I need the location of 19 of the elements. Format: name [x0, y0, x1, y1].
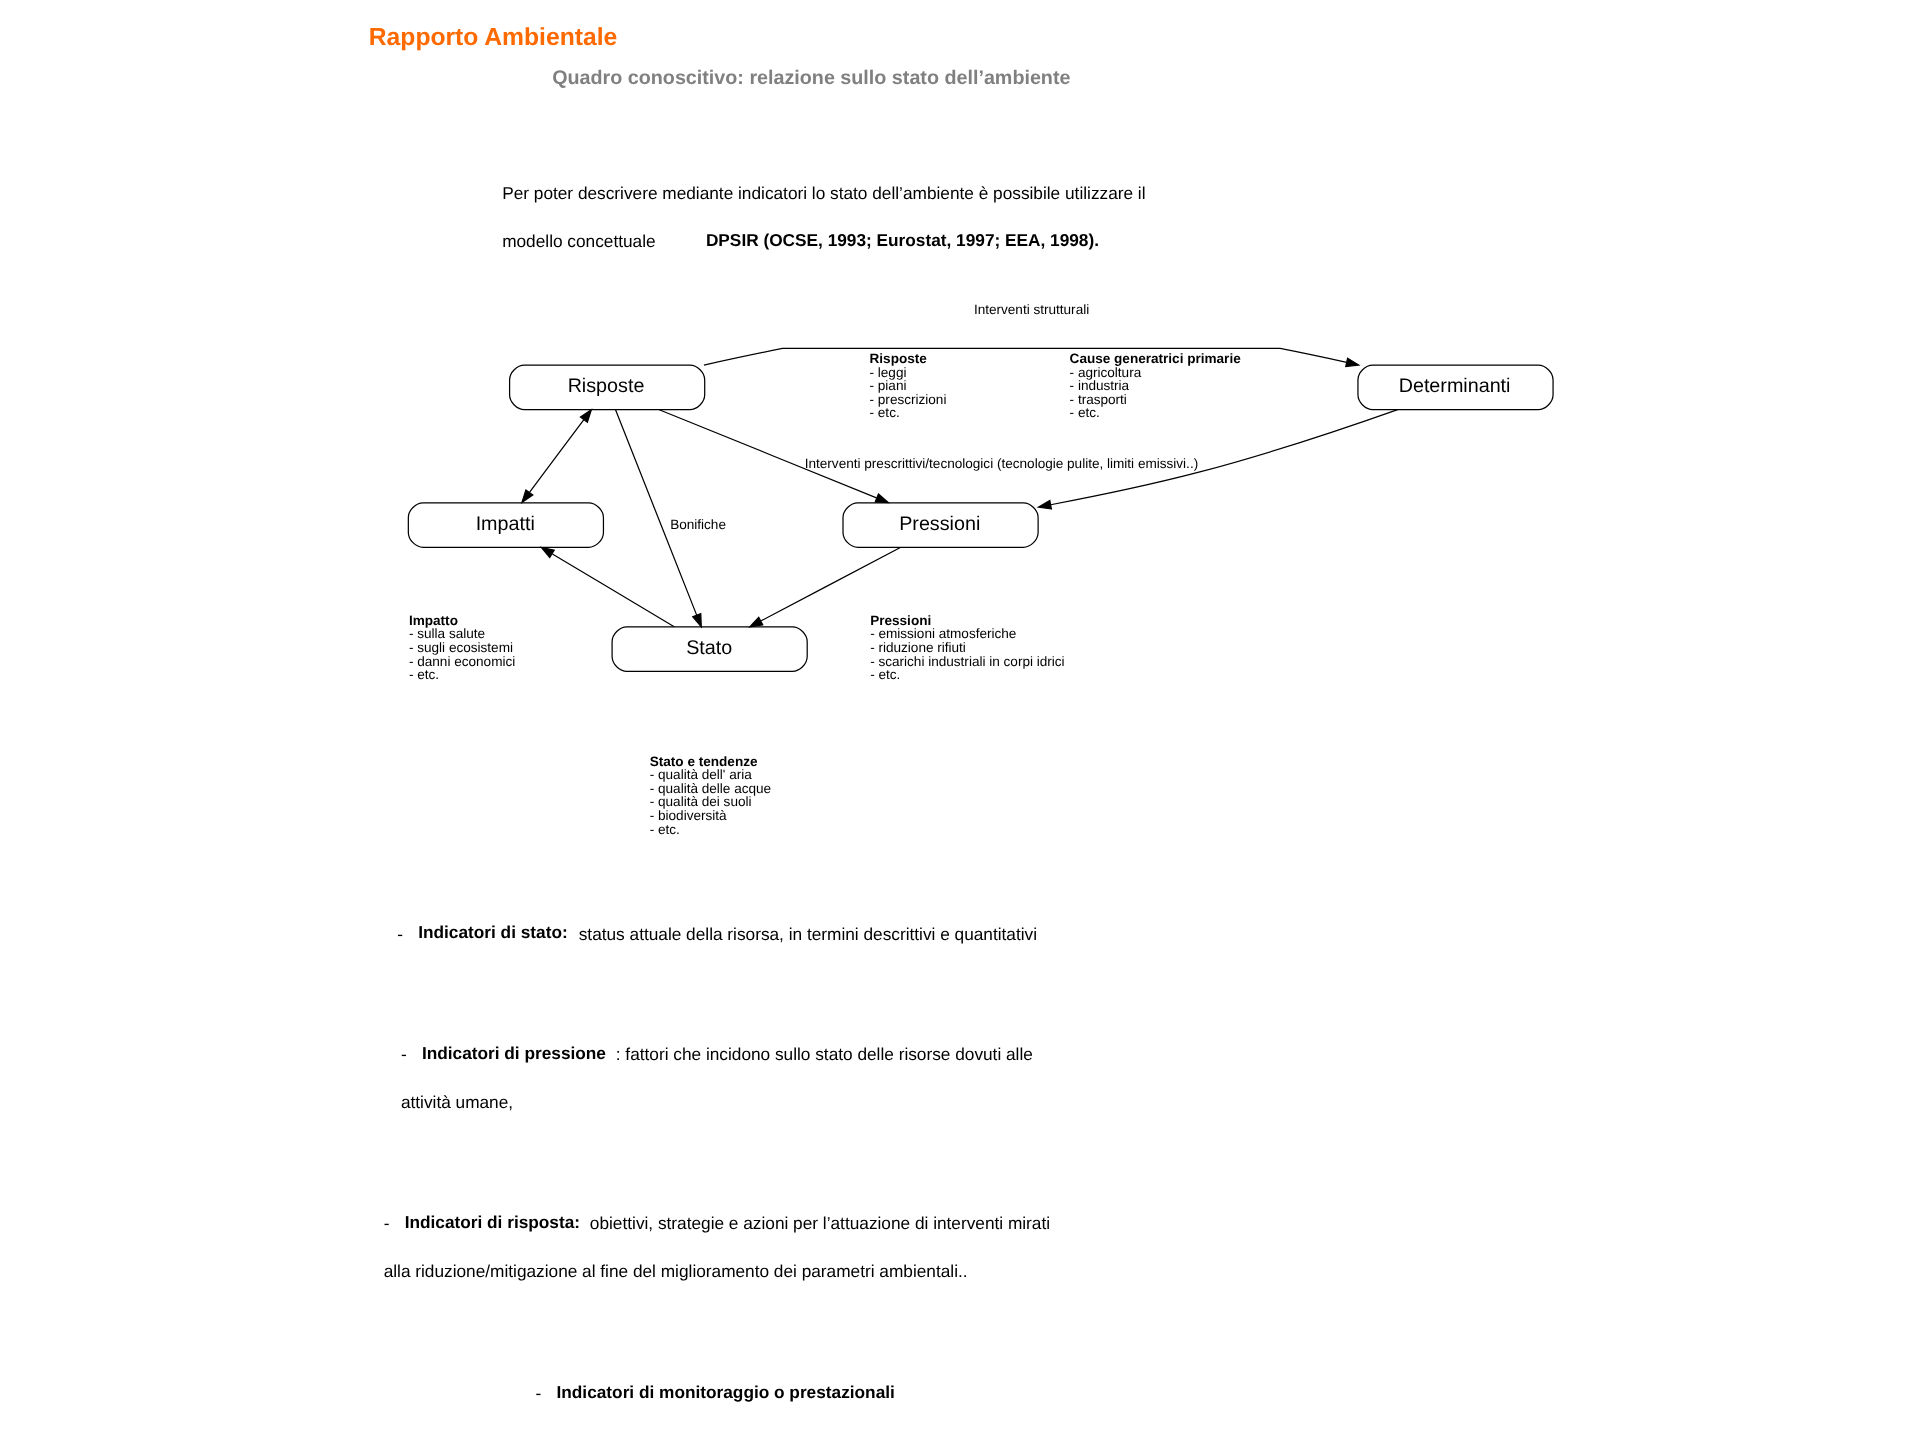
label: Per poter descrivere mediante indicatori lo stato dell’ambiente è possibile utilizzare il modello concettuale DPSIR (OCSE, 1993; Eurostat, 1997; EEA, 1998). — [501, 183, 1145, 252]
arrow — [613, 409, 701, 629]
node-box: Risposte — [507, 364, 705, 411]
arrow — [538, 546, 674, 628]
node-box: Impatti — [406, 502, 604, 548]
arrow — [519, 408, 592, 504]
node-box: Stato — [610, 626, 807, 672]
arrow — [1035, 408, 1398, 510]
label: - Indicatori di pressione: fattori che incidono sullo stato delle risorse dovuti alle attività umane, — [399, 1042, 1032, 1113]
label: - Indicatori di monitoraggio o prestazionali — [534, 1381, 894, 1403]
label: - Indicatori di risposta: obiettivi, strategie e azioni per l’attuazione di interventi mirati alla riduzione/mitigazione al fine del miglioramento dei parametri ambientali.. — [382, 1211, 1050, 1282]
label: - Indicatori di stato: status attuale della risorsa, in termini descrittivi e quantitativi — [396, 922, 1037, 944]
arrow — [747, 546, 900, 628]
label: Quadro conoscitivo: relazione sullo stato dell’ambiente — [551, 67, 1070, 90]
node-box: Determinanti — [1356, 364, 1553, 411]
arrow — [702, 347, 1360, 368]
arrow — [657, 409, 889, 504]
diagram-title: Rapporto Ambientale — [367, 22, 617, 51]
node-box: Pressioni — [841, 502, 1038, 548]
